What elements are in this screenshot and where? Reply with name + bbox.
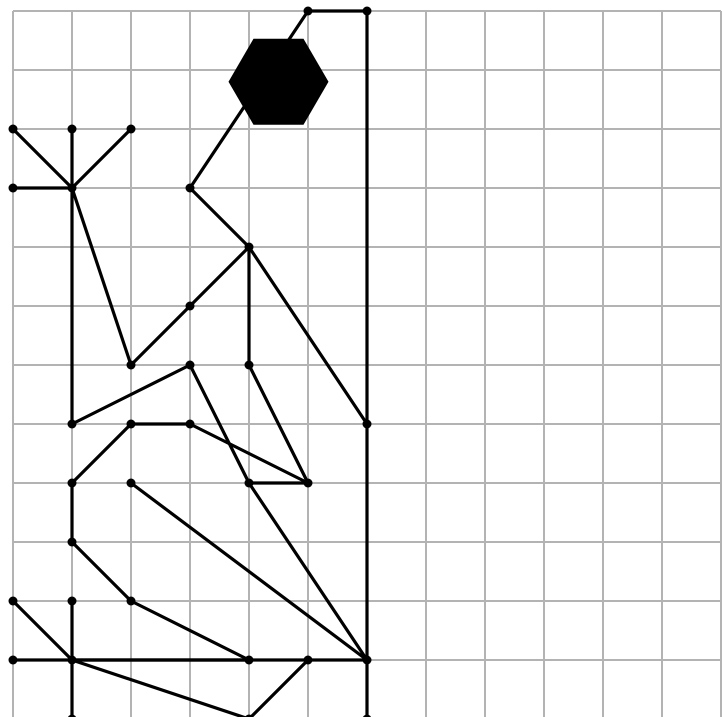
figure-segment [72, 542, 131, 601]
figure-point [68, 656, 77, 665]
hexagon-shape-layer [229, 39, 329, 125]
figure-segment [131, 306, 190, 365]
figure-point [68, 538, 77, 547]
figure-point [127, 479, 136, 488]
figure-point [127, 361, 136, 370]
figure-point [68, 184, 77, 193]
figure-point [186, 184, 195, 193]
figure-point [304, 7, 313, 16]
figure-point [363, 420, 372, 429]
figure-point [127, 420, 136, 429]
figure-point [245, 479, 254, 488]
figure-point [68, 479, 77, 488]
figure-point [245, 243, 254, 252]
figure-point [127, 597, 136, 606]
figure-segment [249, 660, 308, 717]
figure-segment [72, 424, 131, 483]
figure-point [186, 302, 195, 311]
hexagon-shape [229, 39, 329, 125]
figure-point [127, 125, 136, 134]
figure-point [68, 420, 77, 429]
figure-segment [72, 129, 131, 188]
figure-point [9, 125, 18, 134]
figure-point [245, 361, 254, 370]
figure-segment [13, 601, 72, 660]
figure-point [363, 656, 372, 665]
figure-point [9, 656, 18, 665]
figure-point [186, 361, 195, 370]
figure-point [304, 479, 313, 488]
figure-point [304, 656, 313, 665]
figure-point [186, 420, 195, 429]
figure-segment [72, 188, 131, 365]
figure-segment [72, 660, 249, 717]
figure-point [9, 597, 18, 606]
figure-segment [190, 188, 249, 247]
figure-point [68, 597, 77, 606]
figure-point [68, 125, 77, 134]
figure-point [9, 184, 18, 193]
figure-segment [190, 247, 249, 306]
figure-segment [13, 129, 72, 188]
figure-point [363, 7, 372, 16]
figure-point [245, 656, 254, 665]
